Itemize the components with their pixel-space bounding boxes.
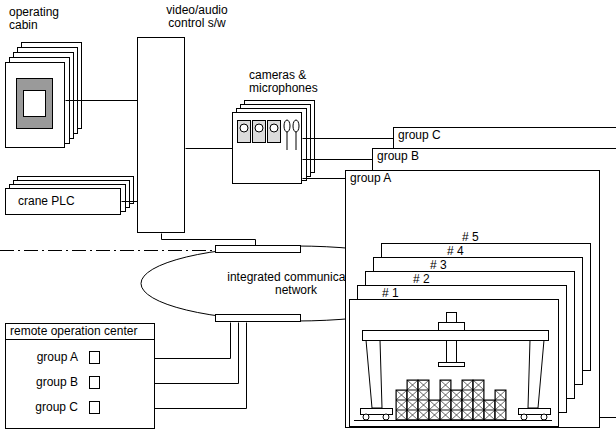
crane-trolley	[439, 323, 465, 331]
container-stack	[418, 380, 429, 420]
node-label: crane PLC	[18, 195, 75, 208]
text-block: video/audio control s/w	[149, 4, 245, 30]
text-block: group A	[350, 172, 391, 185]
container-stack	[429, 400, 440, 420]
node-label: group C	[35, 401, 78, 414]
container-stack	[396, 390, 407, 420]
camera-icon	[253, 121, 266, 143]
connector-line	[303, 178, 346, 179]
crane-sill	[519, 409, 551, 415]
gantry-crane	[354, 313, 552, 421]
ground-line	[354, 420, 552, 421]
text-block: group C	[398, 129, 441, 142]
camera-icon	[240, 124, 248, 132]
container-stack	[495, 390, 506, 420]
node-label: group B	[36, 376, 78, 389]
crane-wheel	[363, 414, 369, 420]
crane-panel: # 1	[349, 299, 559, 427]
monitor-screen	[24, 91, 46, 117]
crane-cab	[447, 313, 457, 323]
monitor-screen	[17, 79, 53, 129]
text-block: # 4	[445, 245, 466, 257]
connector-line	[303, 138, 394, 139]
group-terminal: group A	[89, 351, 100, 364]
connector-line	[303, 159, 373, 160]
node-label: # 1	[382, 287, 399, 299]
group-panel: group A # 1 # 2# 3# 4 # 5	[345, 170, 600, 428]
camera-rack: cameras & microphones	[232, 112, 302, 184]
microphone-icon	[293, 120, 299, 132]
container-stack	[473, 380, 484, 420]
text-block: # 1	[380, 287, 401, 299]
microphone-icon	[287, 132, 288, 150]
connector-line	[186, 148, 233, 149]
node-label: remote operation center	[10, 325, 150, 338]
camera-icon	[238, 121, 251, 143]
node-label: # 5	[462, 231, 479, 243]
text-block: group B	[36, 376, 78, 389]
node-label: video/audio control s/w	[149, 4, 245, 30]
monitor-screen	[17, 79, 53, 129]
connector-line	[122, 201, 138, 202]
text-block: remote operation center	[6, 324, 154, 340]
container-stack	[440, 380, 451, 420]
hoist-cable	[447, 340, 457, 362]
node-label: # 4	[447, 245, 464, 257]
connector-line	[162, 234, 256, 246]
text-block: # 5	[460, 231, 481, 243]
camera-icon	[270, 124, 278, 132]
text-block: group B	[377, 150, 419, 163]
text-block: # 3	[428, 259, 449, 271]
node-label: group A	[350, 172, 391, 185]
group-terminal: group C	[89, 401, 100, 414]
text-block: # 2	[411, 273, 432, 285]
node-label: group B	[377, 150, 419, 163]
operating-cabin-console: operating cabin	[5, 62, 65, 148]
container-stack	[407, 380, 418, 420]
plc-box: crane PLC	[5, 188, 121, 215]
container-stack	[462, 380, 473, 420]
text-block: group C	[35, 401, 78, 414]
crane-spreader	[439, 363, 465, 367]
text-block: operating cabin	[9, 6, 83, 32]
node-label: group C	[398, 129, 441, 142]
microphone-icon	[284, 120, 290, 132]
network-port-bar	[216, 315, 301, 322]
group-terminal: group B	[89, 376, 100, 389]
camera-icon	[238, 121, 281, 143]
crane-wheel	[521, 414, 527, 420]
network-port-bar	[216, 246, 301, 253]
camera-icon	[255, 124, 263, 132]
container-stack	[451, 390, 462, 420]
camera-icon	[268, 121, 281, 143]
node-label: # 3	[430, 259, 447, 271]
connector-line	[66, 100, 138, 101]
text-block: cameras & microphones	[249, 69, 327, 95]
crane-wheel	[383, 414, 389, 420]
node-label: operating cabin	[9, 6, 83, 32]
text-block: group A	[37, 351, 78, 364]
node-label: # 2	[413, 273, 430, 285]
microphone-icon	[284, 120, 299, 150]
operation-center-box: remote operation center group A group B gro…	[5, 323, 155, 429]
text-block: crane PLC	[18, 195, 75, 208]
control-software-box: video/audio control s/w	[137, 37, 185, 233]
crane-leg	[528, 340, 544, 408]
crane-girder	[363, 331, 549, 341]
crane-sill	[361, 409, 393, 415]
crane-leg	[366, 340, 382, 408]
crane-wheel	[541, 414, 547, 420]
container-stack	[484, 400, 495, 420]
node-label: group A	[37, 351, 78, 364]
node-label: cameras & microphones	[249, 69, 327, 95]
microphone-icon	[296, 132, 297, 150]
